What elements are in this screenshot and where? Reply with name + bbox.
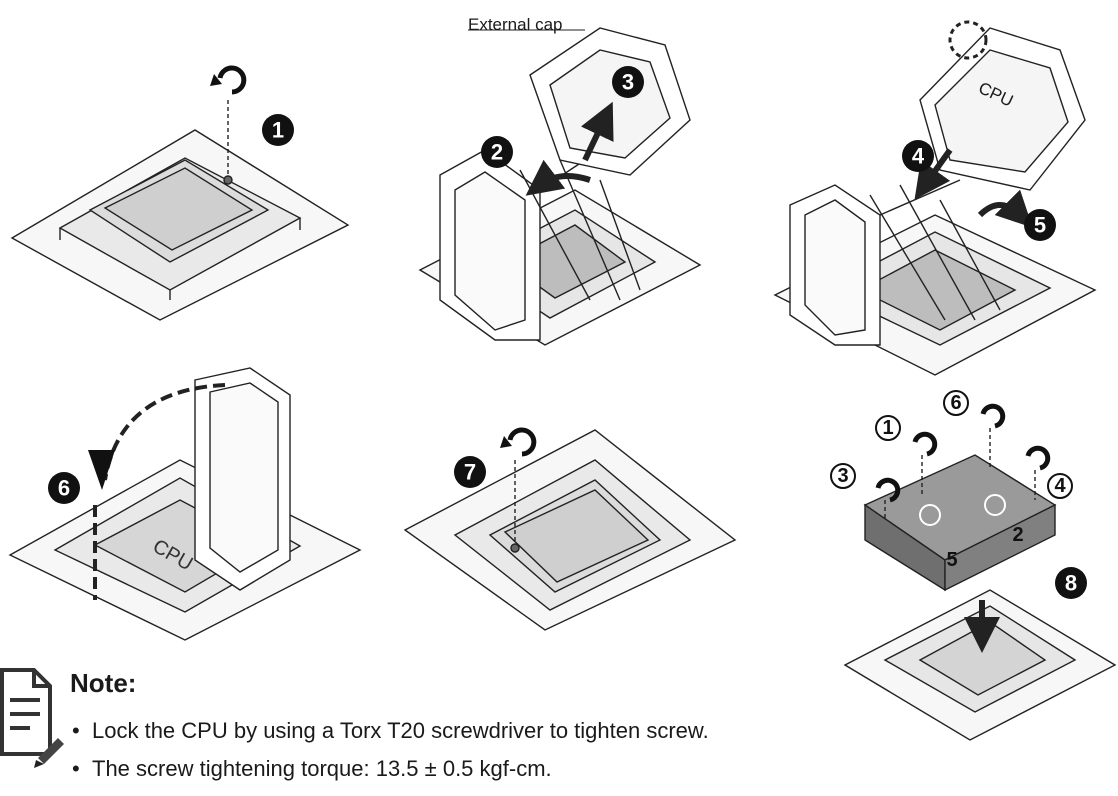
step-badge-7: 7	[454, 456, 486, 488]
rotate-icon-step-7	[500, 430, 534, 454]
svg-text:6: 6	[58, 476, 70, 501]
svg-text:2: 2	[491, 140, 503, 165]
note-title: Note:	[70, 668, 136, 699]
step-badge-4: 4	[902, 140, 934, 172]
panel-step-1	[12, 100, 348, 320]
panel-step-2-3	[420, 28, 700, 345]
svg-text:1: 1	[272, 118, 284, 143]
svg-text:4: 4	[912, 144, 925, 169]
note-item: •The screw tightening torque: 13.5 ± 0.5…	[72, 754, 709, 792]
svg-text:5: 5	[946, 549, 957, 571]
svg-text:3: 3	[837, 465, 848, 487]
svg-text:2: 2	[1012, 524, 1023, 546]
svg-text:4: 4	[1054, 475, 1066, 497]
svg-text:8: 8	[1065, 571, 1077, 596]
step-badge-8: 8	[1055, 567, 1087, 599]
note-item: •Lock the CPU by using a Torx T20 screwd…	[72, 716, 709, 754]
step-badge-5: 5	[1024, 209, 1056, 241]
step-badge-1: 1	[262, 114, 294, 146]
panel-step-4-5	[775, 22, 1095, 375]
note-document-icon	[0, 662, 64, 772]
panel-step-7	[405, 430, 735, 630]
step-badge-3: 3	[612, 66, 644, 98]
svg-text:1: 1	[882, 417, 893, 439]
step-badge-6: 6	[48, 472, 80, 504]
external-cap-label: External cap	[468, 15, 563, 34]
svg-text:5: 5	[1034, 213, 1046, 238]
svg-text:6: 6	[950, 392, 961, 414]
panel-step-6	[10, 368, 360, 640]
svg-text:3: 3	[622, 70, 634, 95]
step-badge-2: 2	[481, 136, 513, 168]
svg-text:7: 7	[464, 460, 476, 485]
rotate-icon-step-1	[210, 68, 244, 92]
note-list: •Lock the CPU by using a Torx T20 screwd…	[72, 716, 709, 792]
